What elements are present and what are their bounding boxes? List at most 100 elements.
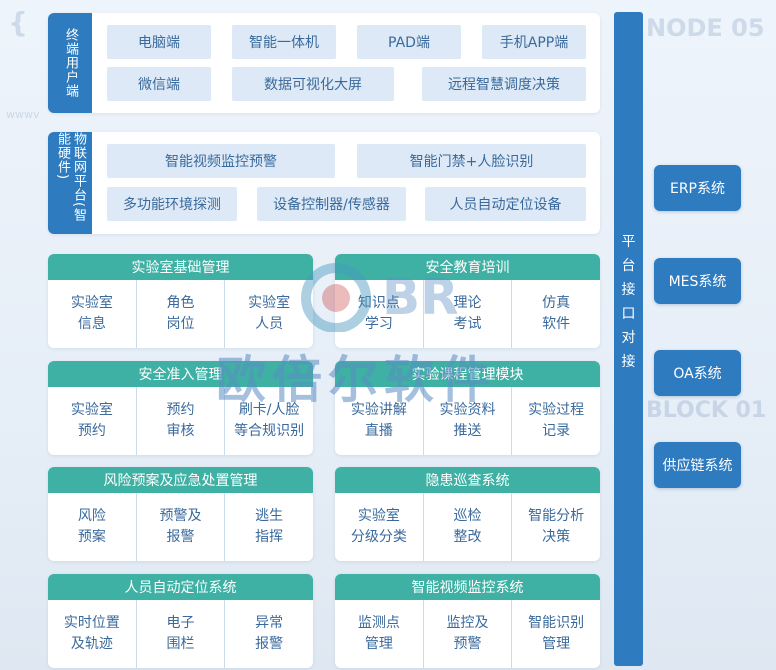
bus-char: 平 (621, 234, 636, 250)
card-item: 监控及预警 (424, 600, 513, 668)
card-title: 风险预案及应急处置管理 (48, 467, 313, 493)
card-item: 智能识别管理 (512, 600, 600, 668)
card-title: 实验室基础管理 (48, 254, 313, 280)
bg-node-text: NODE 05 (646, 14, 765, 42)
card-item-line: 整改 (453, 529, 482, 545)
card-item-line: 预案 (77, 529, 106, 545)
bus-char: 口 (621, 306, 636, 322)
card-title: 智能视频监控系统 (335, 574, 600, 600)
card-item-line: 报警 (166, 529, 195, 545)
bus-char: 台 (621, 258, 636, 274)
card-item-line: 指挥 (255, 529, 284, 545)
card-item-line: 仿真 (542, 295, 571, 311)
card-item-line: 分级分类 (350, 529, 407, 545)
watermark-text: 欧倍尔软件 (216, 351, 496, 409)
bg-digits-left: { (8, 6, 28, 39)
card-title: 人员自动定位系统 (48, 574, 313, 600)
card-item: 实验讲解直播 (335, 387, 424, 455)
card-item: 巡检整改 (424, 493, 513, 561)
card-item-line: 巡检 (453, 508, 482, 524)
hazard-inspection-card: 隐患巡查系统实验室分级分类巡检整改智能分析决策 (335, 467, 600, 561)
risk-emergency-card: 风险预案及应急处置管理风险预案预警及报警逃生指挥 (48, 467, 313, 561)
card-item-line: 预约 (77, 423, 106, 439)
chip-mobile-app: 手机APP端 (482, 25, 586, 59)
card-item-line: 人员 (255, 316, 284, 332)
lab-course-card: 实验课程管理模块实验讲解直播实验资料推送实验过程记录 (335, 361, 600, 455)
card-item: 异常报警 (225, 600, 313, 668)
platform-interface-bus: 平台接口对接 (614, 12, 643, 666)
card-item-line: 实时位置 (63, 615, 120, 631)
chip-device-sensor: 设备控制器/传感器 (257, 187, 406, 221)
chip-pc: 电脑端 (107, 25, 211, 59)
chip-access-face: 智能门禁+人脸识别 (357, 144, 586, 178)
card-item-line: 知识点 (357, 295, 400, 311)
card-item-line: 管理 (542, 636, 571, 652)
chip-all-in-one: 智能一体机 (232, 25, 336, 59)
card-item-line: 预警及 (159, 508, 202, 524)
card-item: 监测点管理 (335, 600, 424, 668)
bg-block-text: BLOCK 01 (646, 398, 767, 423)
bus-char: 接 (621, 354, 636, 370)
bus-char: 对 (621, 330, 636, 346)
card-item-line: 围栏 (166, 636, 195, 652)
card-item-line: 考试 (453, 316, 482, 332)
card-item-line: 刷卡/人脸 (238, 402, 300, 418)
card-item: 角色岗位 (137, 280, 226, 348)
card-item-line: 理论 (453, 295, 482, 311)
oa-system: OA系统 (654, 350, 741, 396)
chip-env-detect: 多功能环境探测 (107, 187, 237, 221)
card-item-line: 智能识别 (528, 615, 585, 631)
card-item: 智能分析决策 (512, 493, 600, 561)
card-title: 安全教育培训 (335, 254, 600, 280)
card-item-line: 实验室 (248, 295, 291, 311)
video-monitor-card: 智能视频监控系统监测点管理监控及预警智能识别管理 (335, 574, 600, 668)
watermark-logo-icon (301, 263, 371, 332)
card-item: 风险预案 (48, 493, 137, 561)
card-item-line: 学习 (364, 316, 393, 332)
chip-data-screen: 数据可视化大屏 (232, 67, 394, 101)
card-item: 实验室预约 (48, 387, 137, 455)
card-item-line: 逃生 (255, 508, 284, 524)
card-item-line: 实验资料 (439, 402, 496, 418)
watermark-logo-text: BR (382, 268, 459, 326)
person-location-card: 人员自动定位系统实时位置及轨迹电子围栏异常报警 (48, 574, 313, 668)
terminal-user-row: 终端用户端 电脑端 智能一体机 PAD端 手机APP端 微信端 数据可视化大屏 … (48, 13, 600, 113)
chip-wechat: 微信端 (107, 67, 211, 101)
lab-basic-management-card: 实验室基础管理实验室信息角色岗位实验室人员 (48, 254, 313, 348)
card-title: 隐患巡查系统 (335, 467, 600, 493)
card-item-line: 实验室 (70, 295, 113, 311)
card-item-line: 智能分析 (528, 508, 585, 524)
card-item: 实验室信息 (48, 280, 137, 348)
card-item: 电子围栏 (137, 600, 226, 668)
card-item-line: 预警 (453, 636, 482, 652)
erp-system: ERP系统 (654, 165, 741, 211)
chip-pad: PAD端 (357, 25, 461, 59)
card-item-line: 实验过程 (528, 402, 585, 418)
supply-chain-system: 供应链系统 (654, 442, 741, 488)
card-item-line: 及轨迹 (70, 636, 113, 652)
card-item-line: 监控及 (446, 615, 489, 631)
card-item-line: 岗位 (166, 316, 195, 332)
safety-access-card: 安全准入管理实验室预约预约审核刷卡/人脸等合规识别 (48, 361, 313, 455)
card-item-line: 软件 (542, 316, 571, 332)
card-item: 理论考试 (424, 280, 513, 348)
card-item-line: 直播 (364, 423, 393, 439)
card-item-line: 监测点 (357, 615, 400, 631)
card-item: 实验室人员 (225, 280, 313, 348)
card-item-line: 角色 (166, 295, 195, 311)
card-item: 实验过程记录 (512, 387, 600, 455)
card-item: 仿真软件 (512, 280, 600, 348)
mes-system: MES系统 (654, 258, 741, 304)
card-item: 实验资料推送 (424, 387, 513, 455)
card-item-line: 实验室 (357, 508, 400, 524)
chip-person-locate: 人员自动定位设备 (425, 187, 586, 221)
card-item: 预警及报警 (137, 493, 226, 561)
card-item-line: 异常 (255, 615, 284, 631)
card-item-line: 预约 (166, 402, 195, 418)
card-item: 逃生指挥 (225, 493, 313, 561)
card-item-line: 决策 (542, 529, 571, 545)
card-item: 实时位置及轨迹 (48, 600, 137, 668)
card-item-line: 风险 (77, 508, 106, 524)
card-item: 知识点学习 (335, 280, 424, 348)
chip-video-monitor: 智能视频监控预警 (107, 144, 335, 178)
